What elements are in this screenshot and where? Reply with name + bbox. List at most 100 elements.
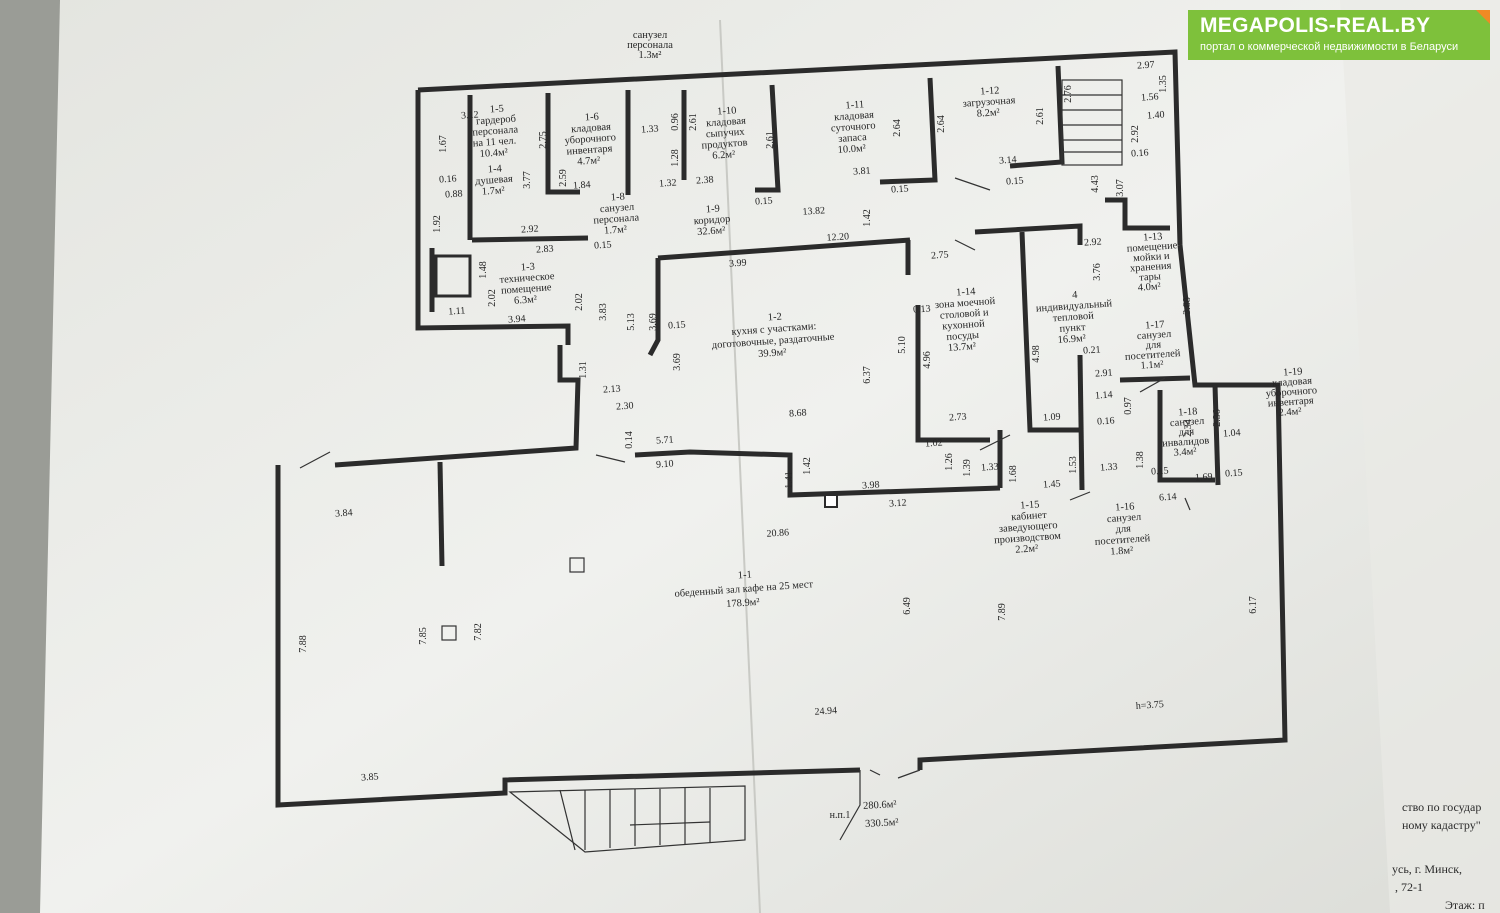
dimension-label: 1.41: [784, 471, 795, 489]
room-label: 1-18: [1178, 406, 1198, 418]
dimension-label: 0.15: [594, 239, 612, 251]
dimension-label: 1.14: [1095, 389, 1113, 401]
dimension-label: 1.42: [802, 457, 813, 475]
room-label: 1-11: [845, 99, 865, 111]
room-label: зона моечной: [935, 296, 996, 311]
dimension-label: 7.85: [418, 627, 429, 645]
dimension-label: 1.56: [1141, 91, 1159, 103]
room-label: кладовая: [1272, 376, 1313, 390]
brand-name: MEGAPOLIS-REAL.BY: [1200, 14, 1431, 37]
dimension-label: 0.14: [624, 431, 635, 449]
room-label: 1-17: [1145, 319, 1165, 331]
dimension-label: 4.43: [1090, 175, 1101, 193]
wall-hall-column: [437, 461, 445, 567]
room-label: санузел: [633, 30, 667, 41]
dimension-label: 13.82: [802, 205, 825, 218]
room-label: мойки и: [1133, 251, 1171, 265]
wall-4: [471, 235, 589, 243]
room-label: 1.7м²: [604, 224, 628, 237]
dimension-label: 0.15: [1006, 175, 1024, 187]
room-label: 4.7м²: [577, 155, 601, 168]
wall-14-4: [1019, 231, 1080, 433]
room-label: инвентаря: [1267, 395, 1314, 409]
room-label: 1-1: [737, 570, 752, 582]
room-label: кладовая: [834, 110, 875, 124]
room-label: помещение: [1126, 240, 1178, 255]
room-label: хранения: [1130, 261, 1172, 275]
dimension-label: 6.17: [1248, 596, 1259, 614]
total-area-2: 330.5м²: [865, 817, 899, 830]
dimension-label: 0.88: [445, 188, 463, 200]
column: [569, 557, 585, 573]
room-label: техническое: [499, 271, 555, 286]
room-label: 39.9м²: [758, 347, 787, 360]
room-label: кухонной: [942, 319, 985, 333]
dimension-label: 7.88: [298, 635, 309, 653]
room-label: 1-4: [487, 163, 502, 175]
stairs-top: [1061, 79, 1123, 166]
dimension-label: 2.02: [487, 289, 498, 307]
dimension-label: 0.15: [755, 195, 773, 207]
room-label: 1-2: [767, 312, 782, 324]
room-label: 4.0м²: [1138, 281, 1162, 294]
room-label: персонала: [472, 124, 519, 138]
room-label: продуктов: [701, 137, 748, 151]
room-label: 32.6м²: [697, 225, 726, 238]
stamp-line: Этаж: п: [1445, 898, 1485, 912]
dimension-label: 0.97: [1123, 397, 1134, 415]
dimension-label: 2.02: [574, 293, 585, 311]
dimension-label: 2.61: [688, 113, 699, 131]
room-label: 3.4м²: [1173, 446, 1197, 459]
wall-kitchen-left: [647, 258, 661, 357]
room-label: 1-15: [1020, 499, 1040, 511]
room-label: 2.4м²: [1278, 406, 1302, 419]
room-label: 8.2м²: [976, 107, 1000, 120]
entrance-slope: [839, 770, 861, 841]
wall-14-top: [974, 223, 1083, 245]
dimension-label: 1.33: [1100, 461, 1118, 473]
wall-13: [1105, 197, 1170, 231]
dimension-label: 7.82: [473, 623, 484, 641]
dimension-label: 3.81: [853, 165, 871, 177]
dimension-label: 2.36: [1212, 409, 1223, 427]
brand-logo[interactable]: MEGAPOLIS-REAL.BY портал о коммерческой …: [1188, 10, 1490, 60]
dimension-label: 1.33: [981, 461, 999, 473]
dimension-label: 2.83: [536, 243, 554, 255]
total-area-1: 280.6м²: [863, 799, 897, 812]
room-label: 1-12: [980, 85, 1000, 97]
dimension-label: 0.16: [439, 173, 457, 185]
dimension-label: 2.64: [892, 119, 903, 137]
room-label: запаса: [838, 132, 867, 145]
room-label: кабинет: [1011, 510, 1048, 523]
dimension-label: 3.94: [508, 313, 526, 325]
dimension-label: 4.96: [922, 351, 933, 369]
wall-step: [334, 345, 581, 468]
room-label: суточного: [831, 120, 876, 134]
dimension-label: 3.83: [598, 303, 609, 321]
dimension-label: 3.85: [361, 771, 379, 783]
dimension-label: 2.76: [1063, 85, 1074, 103]
room-label: 10.0м²: [837, 143, 866, 156]
room-label: санузел: [1137, 329, 1172, 342]
dimension-label: 0.16: [1131, 147, 1149, 159]
room-label: 1-19: [1283, 366, 1303, 378]
room-label: посуды: [946, 330, 979, 343]
room-label: коридор: [693, 214, 730, 228]
dimension-label: 3.07: [1115, 179, 1126, 197]
dimension-label: 1.68: [1008, 465, 1019, 483]
wall-left-upper: [415, 90, 571, 345]
dimension-label: 1.04: [1223, 427, 1241, 439]
dimension-label: 2.73: [949, 411, 967, 423]
dimension-label: 2.64: [936, 115, 947, 133]
wall-5-6: [545, 93, 580, 195]
dimension-label: 2.75: [538, 131, 549, 149]
dimension-label: 1.84: [573, 179, 591, 191]
dimension-label: 9.10: [656, 458, 674, 470]
wall-top: [417, 49, 1183, 246]
dimension-label: 0.15: [668, 319, 686, 331]
dimension-label: 1.33: [641, 123, 659, 135]
room-label: 1.7м²: [481, 185, 505, 198]
dimension-label: 5.13: [626, 313, 637, 331]
room-label: санузел: [600, 202, 635, 215]
